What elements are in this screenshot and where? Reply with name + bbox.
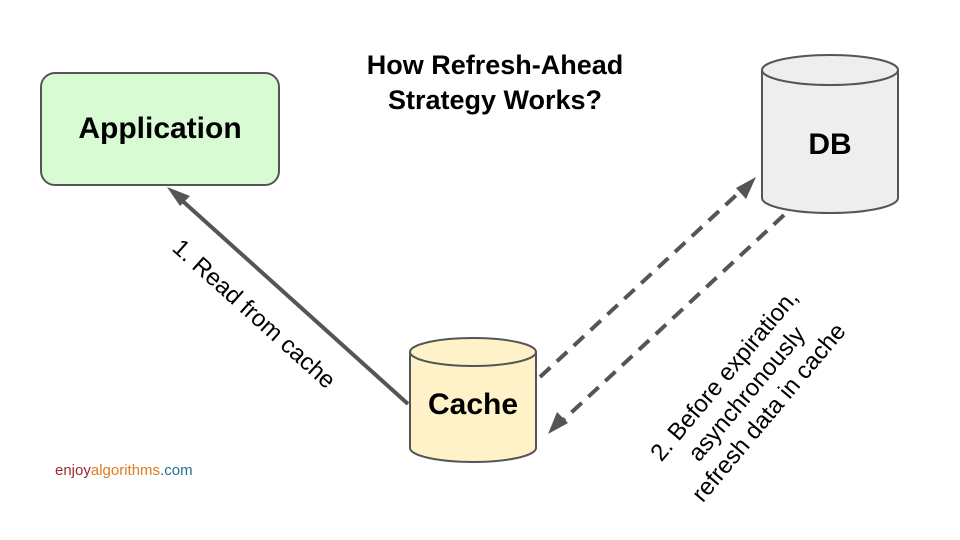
db-label: DB: [808, 128, 852, 161]
diagram-title: How Refresh-Ahead Strategy Works?: [310, 48, 680, 118]
application-node: [40, 72, 280, 186]
brand-part-algorithms: algorithms: [90, 462, 161, 479]
read-arrow: [175, 194, 410, 406]
cache-node: [409, 337, 537, 463]
cache-to-db-arrowhead: [736, 177, 756, 199]
db-to-cache-arrowhead: [548, 412, 568, 434]
title-line-2: Strategy Works?: [387, 85, 603, 115]
brand-logo: enjoyalgorithms.com: [55, 462, 193, 479]
cache-to-db-arrow: [538, 185, 747, 379]
title-line-1: How Refresh-Ahead: [366, 50, 624, 80]
db-to-cache-arrow: [557, 213, 786, 426]
application-label: Application: [78, 112, 242, 145]
read-arrowhead: [167, 187, 190, 206]
brand-part-com: .com: [160, 462, 193, 479]
brand-part-enjoy: enjoy: [55, 462, 91, 479]
db-node: [761, 54, 899, 214]
cache-label: Cache: [427, 388, 519, 421]
